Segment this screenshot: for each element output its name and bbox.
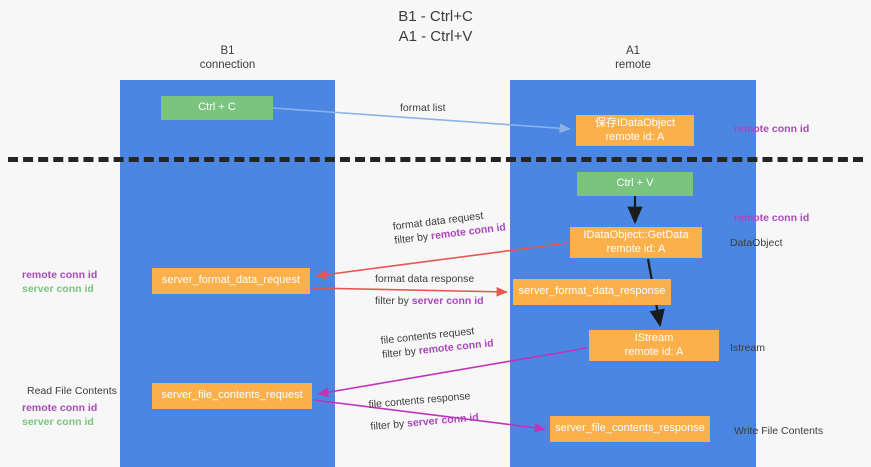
annotation-file-contents-request: file contents request filter by remote c… xyxy=(380,322,494,362)
box-server-format-data-request-label: server_format_data_request xyxy=(161,274,301,287)
title-line-2: A1 - Ctrl+V xyxy=(398,28,473,45)
box-istream[interactable]: IStream remote id: A xyxy=(589,330,719,361)
note-left-server-conn-id: server conn id xyxy=(22,283,94,295)
annotation-file-contents-request-filter-prefix: filter by xyxy=(381,345,420,361)
annotation-format-list-text: format list xyxy=(400,102,446,114)
note-right-dataobject-text: DataObject xyxy=(730,237,783,249)
box-idataobject-getdata-label: IDataObject::GetData xyxy=(583,229,689,241)
annotation-file-contents-response: file contents response filter by server … xyxy=(368,389,479,434)
box-istream-label: IStream xyxy=(634,332,674,344)
lane-header-b1: B1 connection xyxy=(120,44,335,72)
note-right-remote-conn-id-2-text: remote conn id xyxy=(734,212,810,224)
lane-header-a1-name: A1 xyxy=(625,45,641,57)
note-right-istream: Istream xyxy=(730,341,765,355)
note-left-remote-conn-id: remote conn id xyxy=(22,269,98,281)
box-server-format-data-request[interactable]: server_format_data_request xyxy=(152,268,310,294)
box-ctrl-c-label: Ctrl + C xyxy=(198,101,236,114)
page-title: B1 - Ctrl+C A1 - Ctrl+V xyxy=(0,7,871,47)
box-idataobject-getdata[interactable]: IDataObject::GetData remote id: A xyxy=(570,227,702,258)
note-right-remote-conn-id-1-text: remote conn id xyxy=(734,123,810,135)
note-right-istream-text: Istream xyxy=(730,342,766,354)
annotation-file-contents-response-text: file contents response xyxy=(368,390,471,411)
box-ctrl-v-label: Ctrl + V xyxy=(616,177,654,190)
annotation-format-data-request-filter-prefix: filter by xyxy=(393,230,432,247)
note-right-remote-conn-id-1: remote conn id xyxy=(734,122,809,136)
box-save-idataobject[interactable]: 保存IDataObject remote id: A xyxy=(576,115,694,146)
note-left-remote-conn-id-2: remote conn id xyxy=(22,402,98,414)
annotation-format-data-response-text: format data response xyxy=(375,273,475,285)
box-idataobject-getdata-remote-id: remote id: A xyxy=(606,242,666,255)
box-ctrl-v[interactable]: Ctrl + V xyxy=(577,172,693,196)
annotation-file-contents-response-filter-value: server conn id xyxy=(406,411,480,430)
annotation-format-data-response: format data response filter by server co… xyxy=(375,272,484,308)
annotation-file-contents-response-filter-prefix: filter by xyxy=(370,417,408,433)
box-server-file-contents-response-label: server_file_contents_response xyxy=(555,422,705,435)
lane-header-a1-subtitle: remote xyxy=(615,59,651,71)
box-ctrl-c[interactable]: Ctrl + C xyxy=(161,96,273,120)
note-right-dataobject: DataObject xyxy=(730,236,783,250)
box-server-file-contents-request-label: server_file_contents_request xyxy=(161,389,303,402)
title-line-1: B1 - Ctrl+C xyxy=(398,8,473,25)
box-save-idataobject-remote-id: remote id: A xyxy=(605,130,665,143)
lane-header-b1-name: B1 xyxy=(220,45,235,57)
phase-separator xyxy=(8,157,863,162)
annotation-format-data-request: format data request filter by remote con… xyxy=(392,206,507,247)
note-right-remote-conn-id-2: remote conn id xyxy=(734,211,809,225)
box-server-format-data-response-label: server_format_data_response xyxy=(518,285,666,298)
note-left-server-conn-id-2: server conn id xyxy=(22,416,94,428)
annotation-format-data-response-filter-prefix: filter by xyxy=(375,295,412,307)
note-left-conn-ids-bottom: remote conn id server conn id xyxy=(22,401,97,429)
note-right-write-file-contents: Write File Contents xyxy=(734,424,823,438)
box-server-file-contents-response[interactable]: server_file_contents_response xyxy=(550,416,710,442)
lane-header-a1: A1 remote xyxy=(510,44,756,72)
box-istream-remote-id: remote id: A xyxy=(624,345,684,358)
note-left-conn-ids-top: remote conn id server conn id xyxy=(22,268,97,296)
note-read-file-contents: Read File Contents xyxy=(27,384,117,398)
box-server-format-data-response[interactable]: server_format_data_response xyxy=(513,279,671,305)
note-right-write-file-contents-text: Write File Contents xyxy=(734,425,824,437)
annotation-format-data-response-filter-value: server conn id xyxy=(411,295,484,307)
note-read-file-contents-text: Read File Contents xyxy=(27,385,117,397)
annotation-format-list: format list xyxy=(400,101,446,115)
box-save-idataobject-label: 保存IDataObject xyxy=(594,117,676,129)
box-server-file-contents-request[interactable]: server_file_contents_request xyxy=(152,383,312,409)
lane-header-b1-subtitle: connection xyxy=(199,59,256,71)
